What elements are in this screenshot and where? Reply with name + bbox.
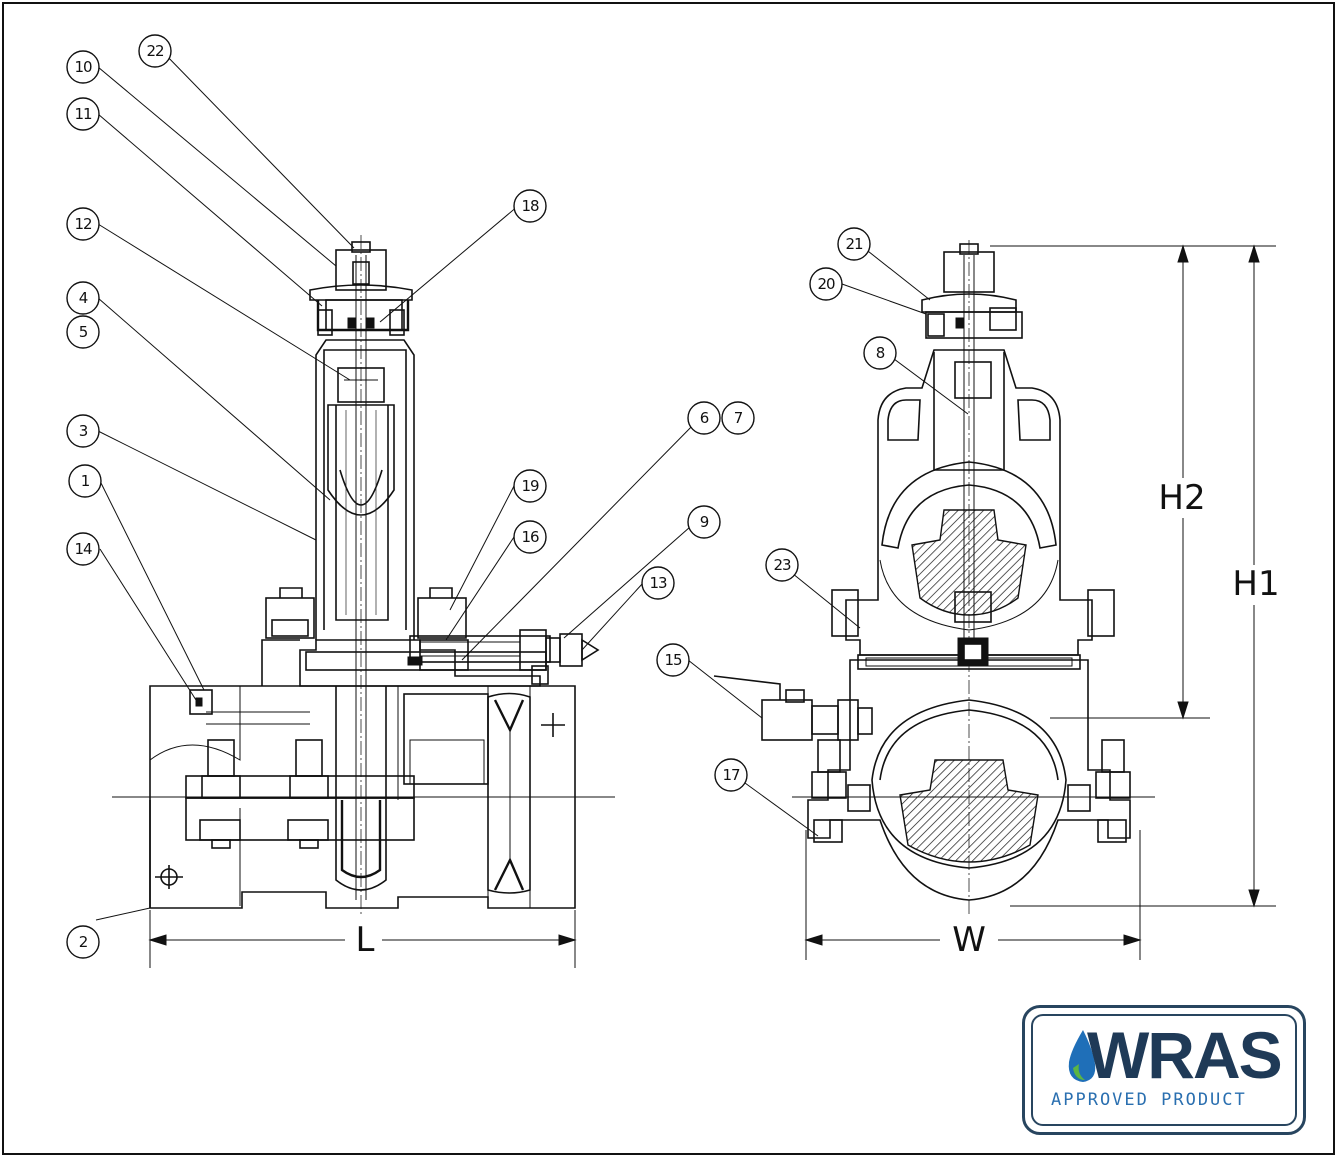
callout-16: 16 bbox=[513, 520, 547, 554]
dimension-label-h2: H2 bbox=[1158, 478, 1205, 518]
callout-5: 5 bbox=[66, 315, 100, 349]
callout-17: 17 bbox=[714, 758, 748, 792]
svg-text:18: 18 bbox=[521, 197, 539, 215]
svg-text:7: 7 bbox=[734, 409, 743, 427]
svg-text:13: 13 bbox=[649, 574, 667, 592]
svg-text:23: 23 bbox=[773, 556, 791, 574]
callout-18: 18 bbox=[513, 189, 547, 223]
callout-23: 23 bbox=[765, 548, 799, 582]
wras-approved-badge: WRAS APPROVED PRODUCT bbox=[1022, 1005, 1306, 1135]
svg-text:3: 3 bbox=[79, 422, 88, 440]
end-section-view bbox=[713, 240, 1155, 915]
water-drop-icon bbox=[1068, 1030, 1096, 1082]
svg-text:6: 6 bbox=[700, 409, 709, 427]
svg-text:8: 8 bbox=[876, 344, 885, 362]
svg-text:1: 1 bbox=[81, 472, 90, 490]
svg-text:20: 20 bbox=[817, 275, 835, 293]
svg-text:15: 15 bbox=[664, 651, 682, 669]
callout-13: 13 bbox=[641, 566, 675, 600]
callout-9: 9 bbox=[687, 505, 721, 539]
badge-brand: WRAS bbox=[1087, 1018, 1283, 1092]
dimension-h: H1 H2 bbox=[990, 244, 1280, 908]
callout-3: 3 bbox=[66, 414, 100, 448]
svg-text:22: 22 bbox=[146, 42, 164, 60]
side-section-view bbox=[112, 235, 615, 915]
callout-15: 15 bbox=[656, 643, 690, 677]
badge-inner-border bbox=[1031, 1014, 1297, 1126]
callout-20: 20 bbox=[809, 267, 843, 301]
callout-8: 8 bbox=[863, 336, 897, 370]
dimension-label-h1: H1 bbox=[1232, 564, 1279, 604]
callout-21: 21 bbox=[837, 227, 871, 261]
svg-text:11: 11 bbox=[74, 105, 92, 123]
dimension-label-w: W bbox=[952, 920, 986, 960]
dimension-w: W bbox=[804, 830, 1142, 960]
svg-text:19: 19 bbox=[521, 477, 539, 495]
callout-14: 14 bbox=[66, 532, 100, 566]
svg-text:14: 14 bbox=[74, 540, 92, 558]
svg-text:21: 21 bbox=[845, 235, 863, 253]
svg-text:4: 4 bbox=[79, 289, 88, 307]
callout-19: 19 bbox=[513, 469, 547, 503]
badge-subtitle: APPROVED PRODUCT bbox=[1051, 1090, 1247, 1110]
svg-text:10: 10 bbox=[74, 58, 92, 76]
svg-text:12: 12 bbox=[74, 215, 92, 233]
callout-10: 10 bbox=[66, 50, 100, 84]
callout-6: 6 bbox=[687, 401, 721, 435]
callout-22: 22 bbox=[138, 34, 172, 68]
svg-text:17: 17 bbox=[722, 766, 740, 784]
callouts: 2 1 14 3 4 5 12 11 10 22 18 19 16 6 7 9 … bbox=[66, 34, 969, 959]
callout-4: 4 bbox=[66, 281, 100, 315]
callout-7: 7 bbox=[721, 401, 755, 435]
callout-1: 1 bbox=[68, 464, 102, 498]
svg-text:5: 5 bbox=[79, 323, 88, 341]
dimension-l: L bbox=[148, 910, 577, 968]
callout-2: 2 bbox=[66, 925, 100, 959]
dimension-label-l: L bbox=[356, 920, 375, 960]
svg-text:16: 16 bbox=[521, 528, 539, 546]
svg-text:2: 2 bbox=[79, 933, 88, 951]
callout-12: 12 bbox=[66, 207, 100, 241]
callout-11: 11 bbox=[66, 97, 100, 131]
svg-text:9: 9 bbox=[700, 513, 709, 531]
